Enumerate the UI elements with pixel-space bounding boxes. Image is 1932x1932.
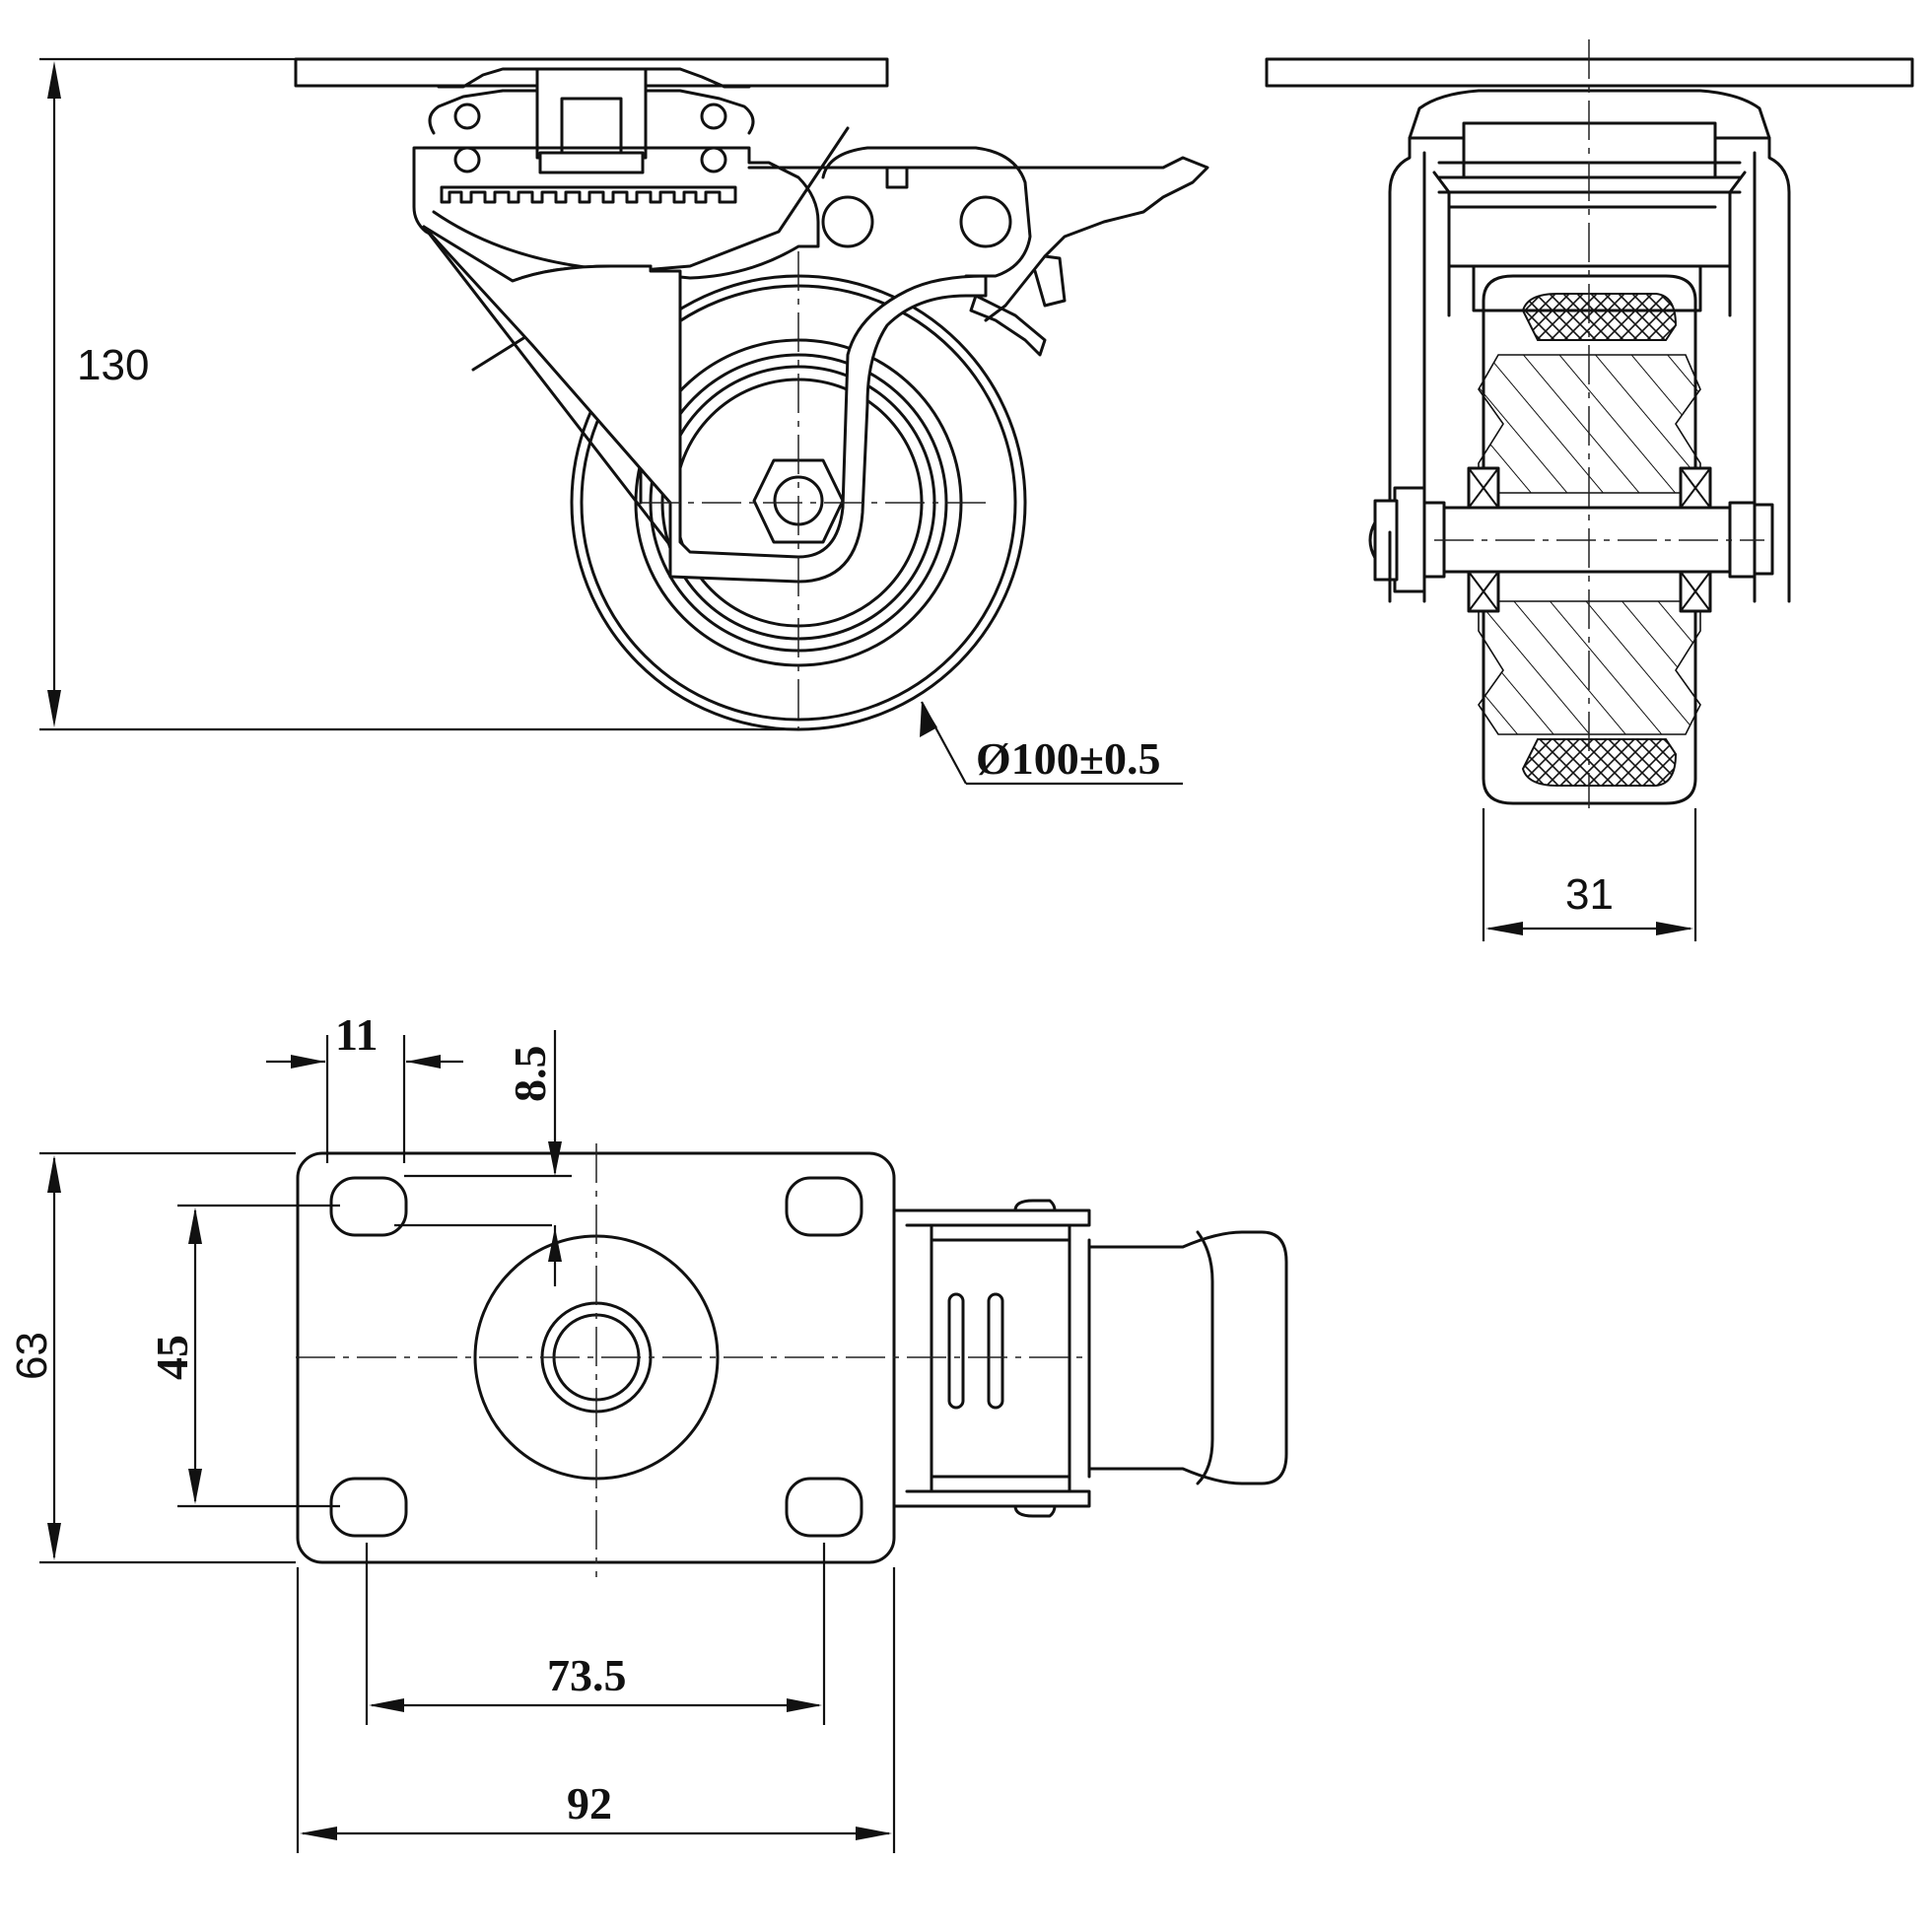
dim-hole-diameter-label: 11 [335, 1009, 378, 1060]
side-fork-body [412, 146, 820, 283]
side-pivot-hole-1 [821, 195, 874, 248]
dim-plate-length: 92 [296, 1567, 896, 1853]
dim-hole-slot: 8.5 [394, 1030, 572, 1286]
side-brake-lever [747, 156, 1209, 322]
front-fork-outer [1388, 136, 1791, 534]
dim-plate-width: 63 [8, 1151, 296, 1564]
side-view [294, 57, 1209, 731]
top-bolt-hole-tr [785, 1176, 863, 1237]
dim-plate-length-label: 92 [567, 1778, 612, 1828]
side-brake-teeth [440, 185, 737, 204]
dim-hole-diameter: 11 [266, 1009, 463, 1163]
top-lever-slot-1 [947, 1292, 965, 1410]
top-view [296, 1143, 1288, 1577]
top-brake-pedal [1087, 1230, 1288, 1485]
top-lever-housing [892, 1208, 1091, 1508]
front-wheel-tread-bottom [1521, 738, 1678, 787]
dim-bolt-spacing-y: 45 [147, 1204, 340, 1508]
dim-wheel-diameter: Ø100±0.5 [920, 701, 1183, 786]
front-view [1265, 39, 1914, 808]
dim-overall-height-label: 130 [77, 341, 149, 389]
dim-bolt-spacing-x: 73.5 [365, 1543, 826, 1725]
side-pivot-hole-2 [959, 195, 1012, 248]
dim-bolt-spacing-x-label: 73.5 [547, 1650, 627, 1700]
dim-wheel-diameter-label: Ø100±0.5 [976, 733, 1161, 784]
dim-hole-slot-label: 8.5 [505, 1046, 555, 1103]
dim-bolt-spacing-y-label: 45 [147, 1335, 197, 1380]
dim-overall-height: 130 [39, 57, 798, 731]
front-axle-nut [1393, 486, 1426, 593]
dim-plate-width-label: 63 [8, 1332, 56, 1380]
dim-wheel-width-label: 31 [1565, 870, 1614, 919]
front-wheel-tyre [1482, 274, 1697, 805]
top-bolt-hole-br [785, 1477, 863, 1538]
top-lever-slot-2 [987, 1292, 1004, 1410]
dim-wheel-width: 31 [1482, 808, 1697, 941]
front-wheel-tread-top [1521, 293, 1678, 341]
